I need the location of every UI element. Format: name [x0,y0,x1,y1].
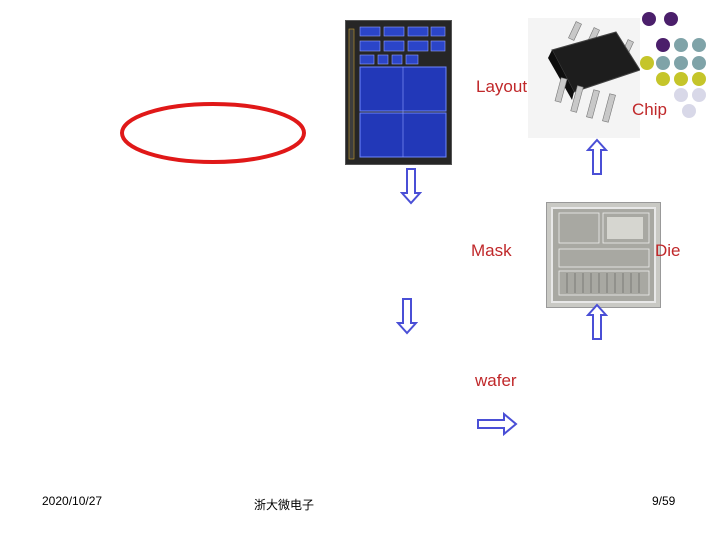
page-number: 9/59 [652,494,676,508]
chip-label: Chip [632,100,667,119]
red-ellipse [120,102,306,164]
mask-label: Mask [471,241,512,260]
die-image [546,202,661,308]
dot [692,88,706,102]
dot [692,72,706,86]
arrow-up-icon [586,138,608,175]
arrow-down-icon [400,168,422,205]
dot [674,72,688,86]
dot [682,104,696,118]
decorative-dot-grid [640,8,720,118]
die-label: Die [655,241,681,260]
layout-image [345,20,452,165]
wafer-label: wafer [475,371,517,390]
footer-date: 2020/10/27 [42,494,103,508]
dot [640,56,654,70]
layout-label: Layout [476,77,528,96]
dot [656,72,670,86]
arrow-right-icon [477,412,518,436]
footer-organization: 浙大微电子 [254,498,315,512]
dot [664,12,678,26]
dot [642,12,656,26]
arrow-down-icon [396,298,418,335]
dot [656,38,670,52]
chip-image [528,18,641,138]
dot [674,88,688,102]
dot [674,56,688,70]
dot [692,56,706,70]
dot [692,38,706,52]
dot [656,56,670,70]
dot [674,38,688,52]
arrow-up-icon [586,303,608,340]
